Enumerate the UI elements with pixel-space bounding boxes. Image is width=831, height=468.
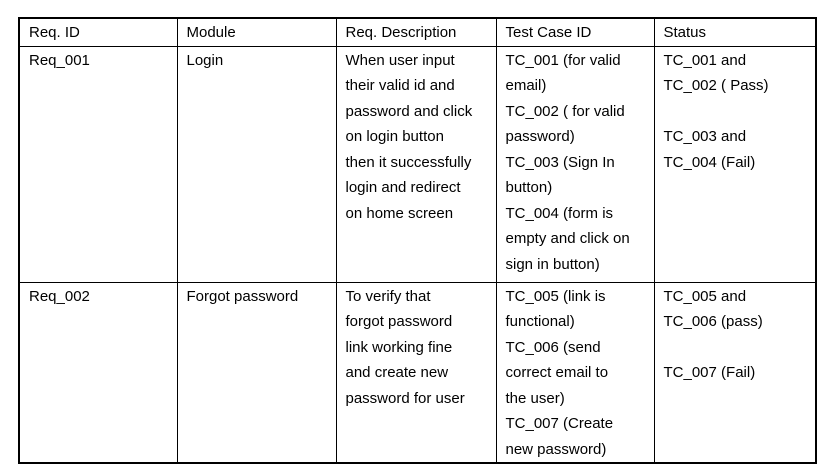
- cell-req-id: Req_002: [18, 281, 178, 464]
- cell-module: Login: [176, 45, 337, 283]
- document-page: Req. ID Module Req. Description Test Cas…: [18, 17, 817, 464]
- column-header-req-description: Req. Description: [335, 17, 497, 47]
- column-header-module: Module: [176, 17, 337, 47]
- requirements-traceability-table: Req. ID Module Req. Description Test Cas…: [18, 17, 817, 464]
- cell-test-case-id: TC_001 (for valid email) TC_002 ( for va…: [495, 45, 655, 283]
- cell-module: Forgot password: [176, 281, 337, 464]
- table-row-req-002: Req_002 Forgot password To verify that f…: [18, 281, 817, 464]
- cell-status: TC_001 and TC_002 ( Pass) TC_003 and TC_…: [653, 45, 817, 283]
- table-row-req-001: Req_001 Login When user input their vali…: [18, 45, 817, 283]
- cell-req-description: When user input their valid id and passw…: [335, 45, 497, 283]
- cell-req-description: To verify that forgot password link work…: [335, 281, 497, 464]
- cell-status: TC_005 and TC_006 (pass) TC_007 (Fail): [653, 281, 817, 464]
- column-header-req-id: Req. ID: [18, 17, 178, 47]
- cell-test-case-id: TC_005 (link is functional) TC_006 (send…: [495, 281, 655, 464]
- header-row: Req. ID Module Req. Description Test Cas…: [18, 17, 817, 47]
- column-header-status: Status: [653, 17, 817, 47]
- column-header-test-case-id: Test Case ID: [495, 17, 655, 47]
- cell-req-id: Req_001: [18, 45, 178, 283]
